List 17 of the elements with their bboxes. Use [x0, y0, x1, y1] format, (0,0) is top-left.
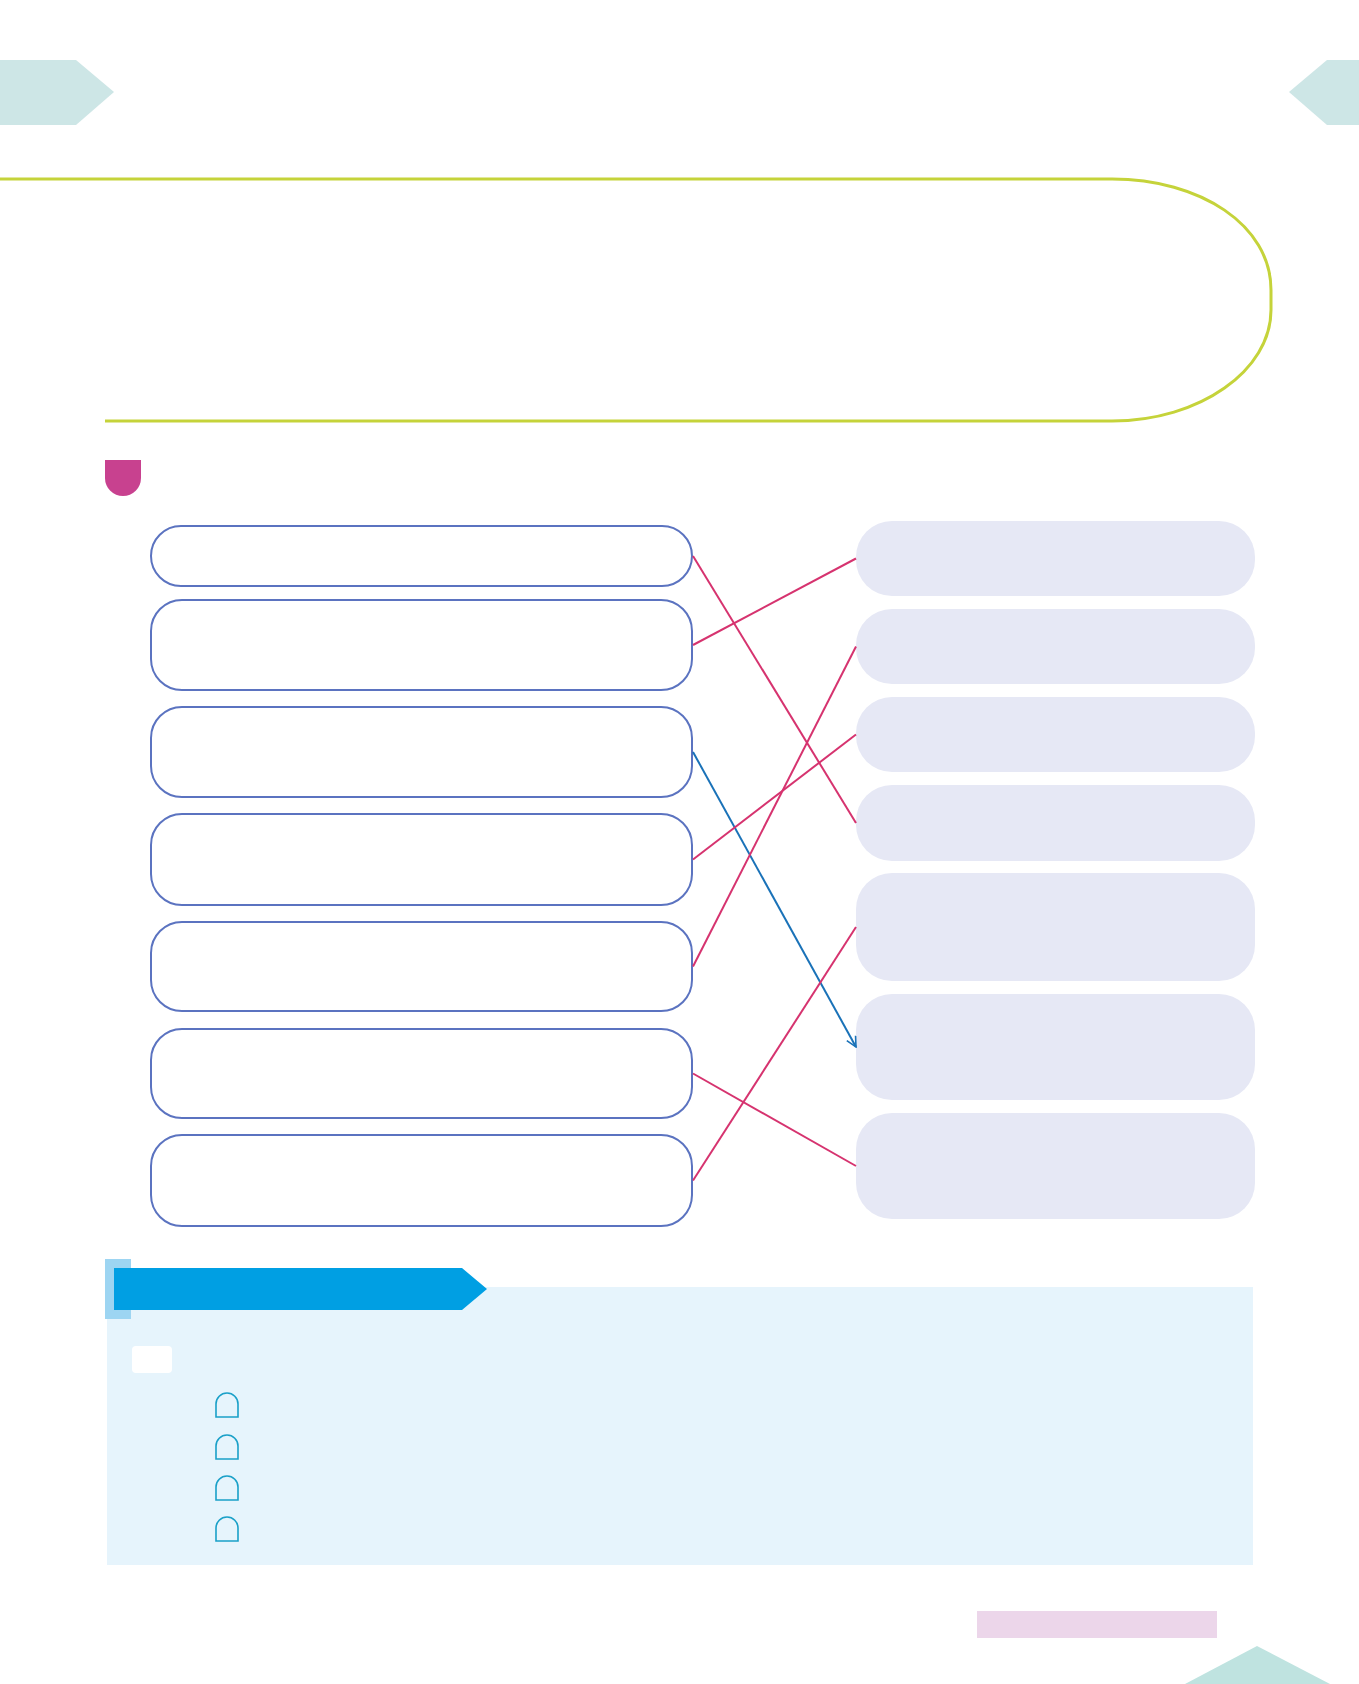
answer-box — [150, 1134, 693, 1227]
connector-line — [692, 926, 857, 1182]
answer-box — [856, 994, 1255, 1100]
connector-line — [692, 1072, 857, 1167]
answer-box — [150, 599, 693, 691]
answer-box — [150, 921, 693, 1012]
arrow — [692, 751, 857, 1048]
connector-line — [692, 733, 857, 861]
answer-box — [856, 1113, 1255, 1219]
connector-line — [692, 555, 857, 824]
answer-box — [150, 706, 693, 798]
answer-box — [150, 1028, 693, 1119]
answer-box — [150, 813, 693, 906]
connector-line — [692, 557, 857, 646]
answer-box — [856, 873, 1255, 981]
heading-banner — [114, 1268, 487, 1310]
connector-line — [692, 645, 857, 968]
